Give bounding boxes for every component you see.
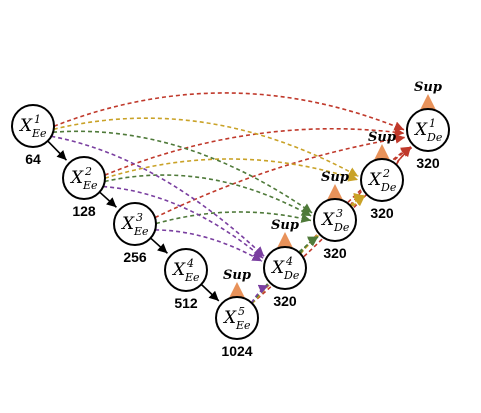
node-subscript: De bbox=[333, 221, 350, 234]
node-subscript: De bbox=[283, 269, 300, 282]
node-var: X bbox=[120, 214, 135, 234]
sup-label: Sup bbox=[321, 170, 349, 185]
encoder-arrow-e3-to-e4 bbox=[150, 237, 168, 254]
skip-edge-e2-to-d2 bbox=[104, 158, 359, 182]
node-superscript: 1 bbox=[429, 117, 436, 130]
node-var: X bbox=[270, 258, 285, 278]
node-var: X bbox=[367, 170, 382, 190]
sup-label: Sup bbox=[414, 80, 442, 95]
node-circle bbox=[360, 158, 404, 202]
node-superscript: 5 bbox=[238, 305, 245, 318]
skip-edge-e2-to-d3 bbox=[104, 174, 312, 217]
node-var: X bbox=[320, 210, 335, 230]
node-channel-count: 320 bbox=[273, 293, 297, 309]
node-subscript: De bbox=[426, 131, 443, 144]
node-channel-count: 1024 bbox=[221, 343, 252, 359]
node-circle bbox=[11, 104, 55, 148]
sup-label: Sup bbox=[271, 218, 299, 233]
node-channel-count: 320 bbox=[416, 155, 440, 171]
node-superscript: 3 bbox=[136, 211, 143, 224]
skip-edge-e1-to-d1 bbox=[53, 92, 405, 131]
encoder-arrow-e1-to-e2 bbox=[47, 140, 68, 161]
node-circle bbox=[263, 246, 307, 290]
skip-edge-d2-to-d1 bbox=[395, 146, 413, 165]
node-channel-count: 320 bbox=[323, 245, 347, 261]
node-superscript: 2 bbox=[84, 165, 92, 178]
skip-edge-e3-to-d4 bbox=[155, 229, 263, 262]
skip-edge-e2-to-d1 bbox=[104, 127, 405, 176]
node-channel-count: 64 bbox=[25, 151, 41, 167]
node-circle bbox=[164, 248, 208, 292]
node-subscript: Ee bbox=[184, 271, 200, 284]
skip-edge-e5-to-d4 bbox=[250, 284, 269, 304]
node-circle bbox=[215, 296, 259, 340]
node-circle bbox=[313, 198, 357, 242]
node-superscript: 2 bbox=[382, 167, 390, 180]
node-channel-count: 512 bbox=[174, 295, 198, 311]
encoder-chain bbox=[47, 140, 220, 302]
node-var: X bbox=[413, 120, 428, 140]
node-circle bbox=[62, 156, 106, 200]
skip-edge-d3-to-d2 bbox=[350, 192, 364, 207]
node-circle bbox=[406, 108, 450, 152]
node-superscript: 1 bbox=[34, 113, 41, 126]
node-circle bbox=[113, 202, 157, 246]
node-superscript: 3 bbox=[336, 207, 343, 220]
skip-edge-e3-to-d3 bbox=[155, 211, 312, 225]
node-var: X bbox=[69, 168, 84, 188]
node-subscript: De bbox=[380, 181, 397, 194]
node-superscript: 4 bbox=[285, 255, 293, 268]
node-channel-count: 128 bbox=[72, 203, 96, 219]
node-var: X bbox=[171, 260, 186, 280]
encoder-arrow-e4-to-e5 bbox=[200, 283, 220, 302]
node-subscript: Ee bbox=[82, 179, 98, 192]
node-channel-count: 320 bbox=[370, 205, 394, 221]
skip-edge-e1-to-d4 bbox=[51, 135, 265, 257]
node-superscript: 4 bbox=[186, 257, 194, 270]
sup-label: Sup bbox=[368, 130, 396, 145]
node-channel-count: 256 bbox=[123, 249, 147, 265]
encoder-arrow-e2-to-e3 bbox=[99, 191, 117, 208]
skip-edge-e3-to-d1 bbox=[154, 134, 406, 219]
node-subscript: Ee bbox=[235, 319, 251, 332]
node-subscript: Ee bbox=[133, 225, 149, 238]
node-subscript: Ee bbox=[31, 127, 47, 140]
node-var: X bbox=[222, 308, 237, 328]
sup-label: Sup bbox=[223, 268, 251, 283]
node-var: X bbox=[18, 116, 33, 136]
skip-edge-d4-to-d3 bbox=[299, 235, 319, 254]
